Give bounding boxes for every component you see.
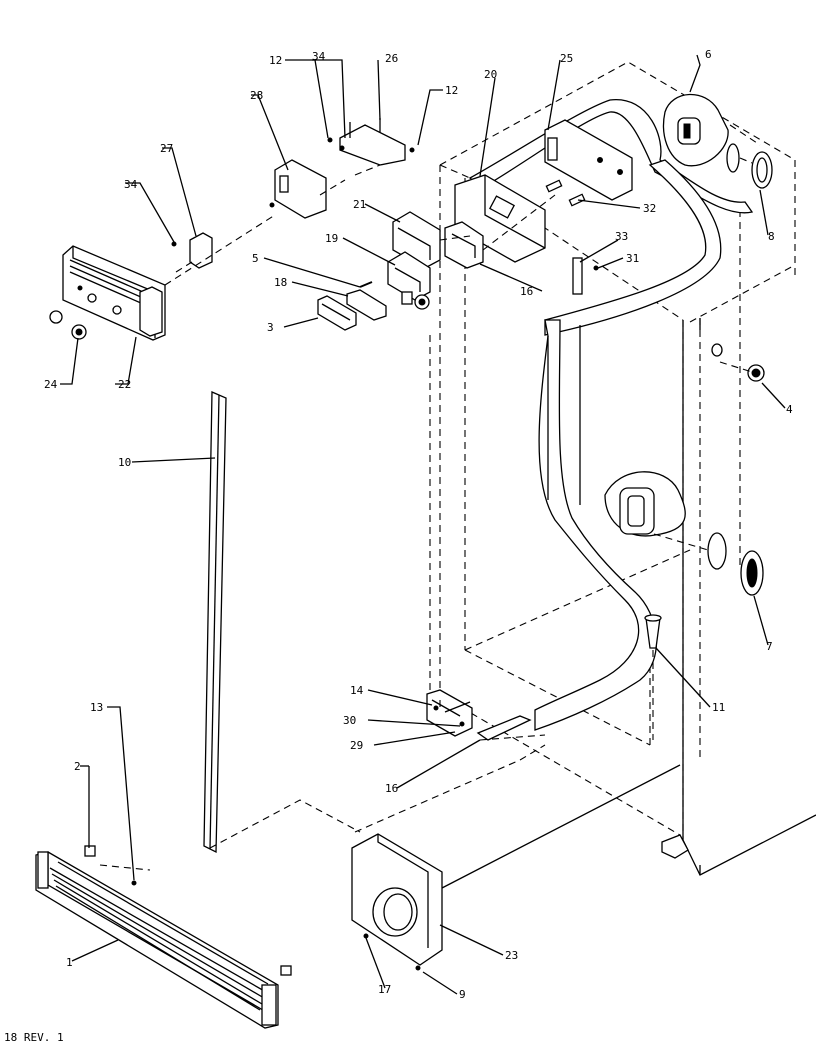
callout-14: 14 [350,684,364,697]
callout-12b: 12 [445,84,458,97]
callout-1: 1 [66,956,73,969]
bracket-27 [171,232,213,269]
grommet-4 [711,343,765,382]
bracket-15 [476,715,532,741]
screw-5 [359,281,373,288]
callout-30: 30 [343,714,356,727]
callout-13: 13 [90,701,103,714]
control-housing-22 [62,245,166,341]
callout-5: 5 [252,252,259,265]
callout-31: 31 [626,252,639,265]
toe-grille-1 [35,851,279,1029]
knob-24 [49,310,87,340]
knob-assembly [401,291,430,310]
callout-10: 10 [118,456,131,469]
callout-4: 4 [786,403,793,416]
callout-28: 28 [250,89,263,102]
light-socket-lower [619,487,655,535]
bracket-14 [426,689,473,737]
drain-pan-23 [351,833,443,966]
callout-6: 6 [705,48,712,61]
trim-strip-10 [203,391,227,854]
clip-2 [84,845,96,857]
gasket-16 [444,221,484,269]
callout-29: 29 [350,739,363,752]
callout-34a: 34 [312,50,326,63]
callout-21: 21 [353,198,366,211]
callout-27: 27 [160,142,173,155]
callout-11: 11 [712,701,725,714]
assembly-lines [99,157,753,889]
callout-19: 19 [325,232,338,245]
thermostat-33 [572,257,599,295]
light-socket-6 [662,93,729,167]
control-bracket-25 [544,119,633,201]
cabinet-outer-panel [682,318,816,876]
callout-25: 25 [560,52,573,65]
screw-13 [131,880,137,886]
callout-2: 2 [74,760,81,773]
callout-22: 22 [118,378,131,391]
callout-8: 8 [768,230,775,243]
bracket-28 [269,159,327,219]
screw-9 [415,965,421,971]
callout-24: 24 [44,378,58,391]
callout-26: 26 [385,52,398,65]
callout-23: 23 [505,949,518,962]
callout-9: 9 [459,988,466,1001]
callout-7: 7 [766,640,773,653]
callout-18: 18 [274,276,287,289]
callout-labels: 1 2 3 4 5 6 7 8 9 10 11 12 12 13 14 16 1… [44,48,793,1001]
callout-12a: 12 [269,54,282,67]
callout-17: 17 [378,983,391,996]
callout-16b: 16 [385,782,398,795]
callout-16a: 16 [520,285,533,298]
light-bulb-8 [726,143,773,189]
hinge-bottom [661,834,689,859]
callout-3: 3 [267,321,274,334]
revision-note: 18 REV. 1 [4,1031,64,1043]
slider-18 [346,289,387,321]
lens-3 [317,295,357,331]
screw-17 [363,933,369,939]
leader-lines [60,54,786,995]
callout-20: 20 [484,68,497,81]
callout-33: 33 [615,230,628,243]
bracket-26 [327,118,415,166]
light-bulb-7 [707,532,764,596]
screws-32 [545,179,586,207]
screw-grille [280,965,292,976]
callout-34b: 34 [124,178,138,191]
callout-32: 32 [643,202,656,215]
housing-19 [387,251,431,301]
